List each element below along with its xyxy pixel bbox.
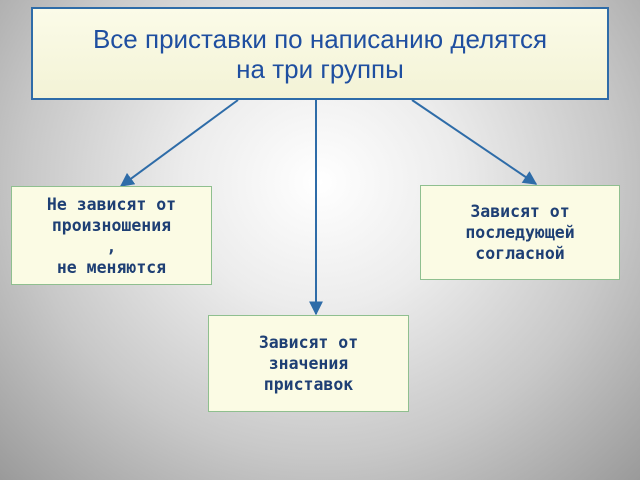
group-box-prefix-meaning: Зависят от значения приставок — [208, 315, 409, 412]
group-label-prefix-meaning: Зависят от значения приставок — [258, 333, 359, 394]
diagram-title: Все приставки по написанию делятся на тр… — [92, 23, 548, 84]
diagram-title-box: Все приставки по написанию делятся на тр… — [31, 7, 609, 100]
group-label-pronunciation: Не зависят от произношения , не меняются — [46, 194, 177, 277]
group-box-following-consonant: Зависят от последующей согласной — [420, 185, 620, 280]
group-box-pronunciation: Не зависят от произношения , не меняются — [11, 186, 212, 285]
group-label-following-consonant: Зависят от последующей согласной — [465, 202, 575, 263]
arrow-to-following-consonant-group — [411, 99, 538, 185]
arrow-to-pronunciation-group — [119, 99, 239, 187]
